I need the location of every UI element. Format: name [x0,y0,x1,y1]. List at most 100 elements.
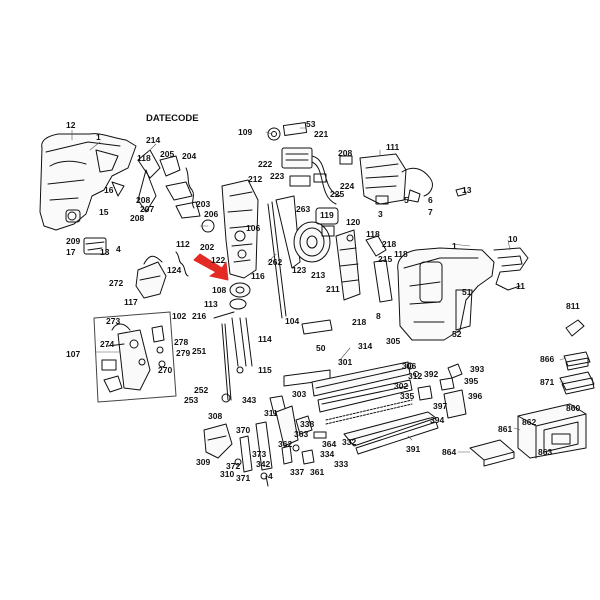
part-label: 364 [322,439,337,449]
part-label: 335 [400,391,415,401]
part-label: 202 [200,242,215,252]
part-label: 309 [196,457,211,467]
part-label: 5 [404,195,409,205]
part-272-icon [135,255,167,299]
part-label: 272 [109,278,124,288]
part-label: 6 [428,195,433,205]
part-label: 863 [538,447,553,457]
storage-case-861-icon [517,403,587,459]
part-label: 223 [270,171,285,181]
part-label: 205 [160,149,175,159]
bit-811-icon [565,319,585,337]
part-label: 860 [566,403,581,413]
part-label: 862 [522,417,537,427]
part-label: 119 [320,210,334,220]
part-label: 123 [292,265,307,275]
part-label: 1 [452,241,457,251]
part-label: 102 [172,311,187,321]
part-label: 252 [194,385,209,395]
right-housing-icon [397,247,495,341]
part-label: 124 [167,265,182,275]
part-label: 310 [220,469,235,479]
part-label: 3 [378,209,383,219]
red-pointer-arrow-icon [193,253,229,281]
part-label: 112 [176,239,190,249]
part-label: 15 [99,207,109,217]
part-label: 13 [100,247,110,257]
part-label: 12 [66,120,76,130]
part-label: 222 [258,159,273,169]
leader-lines [71,127,567,453]
part-label: 253 [184,395,199,405]
wire-icon [311,155,341,197]
part-label: 225 [330,189,345,199]
part-label: 270 [158,365,173,375]
part-label: 371 [236,473,251,483]
middle-frame-icon [221,179,259,279]
part-label: 207 [140,204,155,214]
part-label: 118 [137,153,151,163]
part-label: 343 [242,395,257,405]
part-label: 50 [316,343,326,353]
part-label: 370 [236,425,251,435]
part-label: 262 [268,257,283,267]
part-label: 273 [106,316,121,326]
latch-parts-icon [406,362,467,419]
part-label: 108 [212,285,227,295]
part-label: 251 [192,346,207,356]
part-label: 209 [66,236,81,246]
magazine-rail-391-icon [343,411,439,455]
part-label: 10 [508,234,518,244]
belt-hook-icon [493,247,529,291]
part-label: 218 [382,239,397,249]
part-label: 218 [352,317,367,327]
nail-strip-icon [325,399,413,425]
part-label: 305 [386,336,401,346]
part-label: 396 [468,391,483,401]
part-label: 13 [462,185,472,195]
part-label: 204 [182,151,197,161]
part-label: 279 [176,348,191,358]
connector-223-icon [281,147,313,187]
part-label: 8 [376,311,381,321]
part-label: 215 [378,254,393,264]
part-label: 114 [258,334,272,344]
driver-assembly-icon [335,229,393,303]
part-label: 308 [208,411,223,421]
part-label: 208 [338,148,353,158]
part-label: 263 [296,204,311,214]
part-label: 301 [338,357,353,367]
part-label: 51 [462,287,472,297]
case-864-icon [469,439,515,461]
charger-866-icon [563,351,591,371]
part-label: 332 [342,437,357,447]
datecode-label: DATECODE [146,113,199,124]
part-label: 391 [406,444,421,454]
part-label: 17 [66,247,76,257]
part-label: 115 [258,365,272,375]
part-label: 224 [340,181,355,191]
part-label: 397 [433,401,448,411]
left-housing-icon [39,133,137,231]
part-label: 107 [66,349,81,359]
part-label: 342 [256,459,271,469]
part-label: 864 [442,447,457,457]
part-label: 334 [320,449,335,459]
part-label: 208 [136,195,151,205]
part-label: 393 [470,364,485,374]
part-label: 212 [248,174,263,184]
motor-213-icon [293,207,339,263]
bracket-263-icon [275,195,301,269]
part-label: 106 [246,223,261,233]
part-label: 208 [130,213,145,223]
part-label: 811 [566,301,580,311]
part-label: 213 [311,270,326,280]
depth-adjust-308-icon [203,421,273,487]
circuit-board-111-icon [359,153,433,205]
part-label: 117 [124,297,138,307]
part-label: 312 [408,371,423,381]
part-label: 216 [192,311,207,321]
part-label: 362 [278,439,293,449]
